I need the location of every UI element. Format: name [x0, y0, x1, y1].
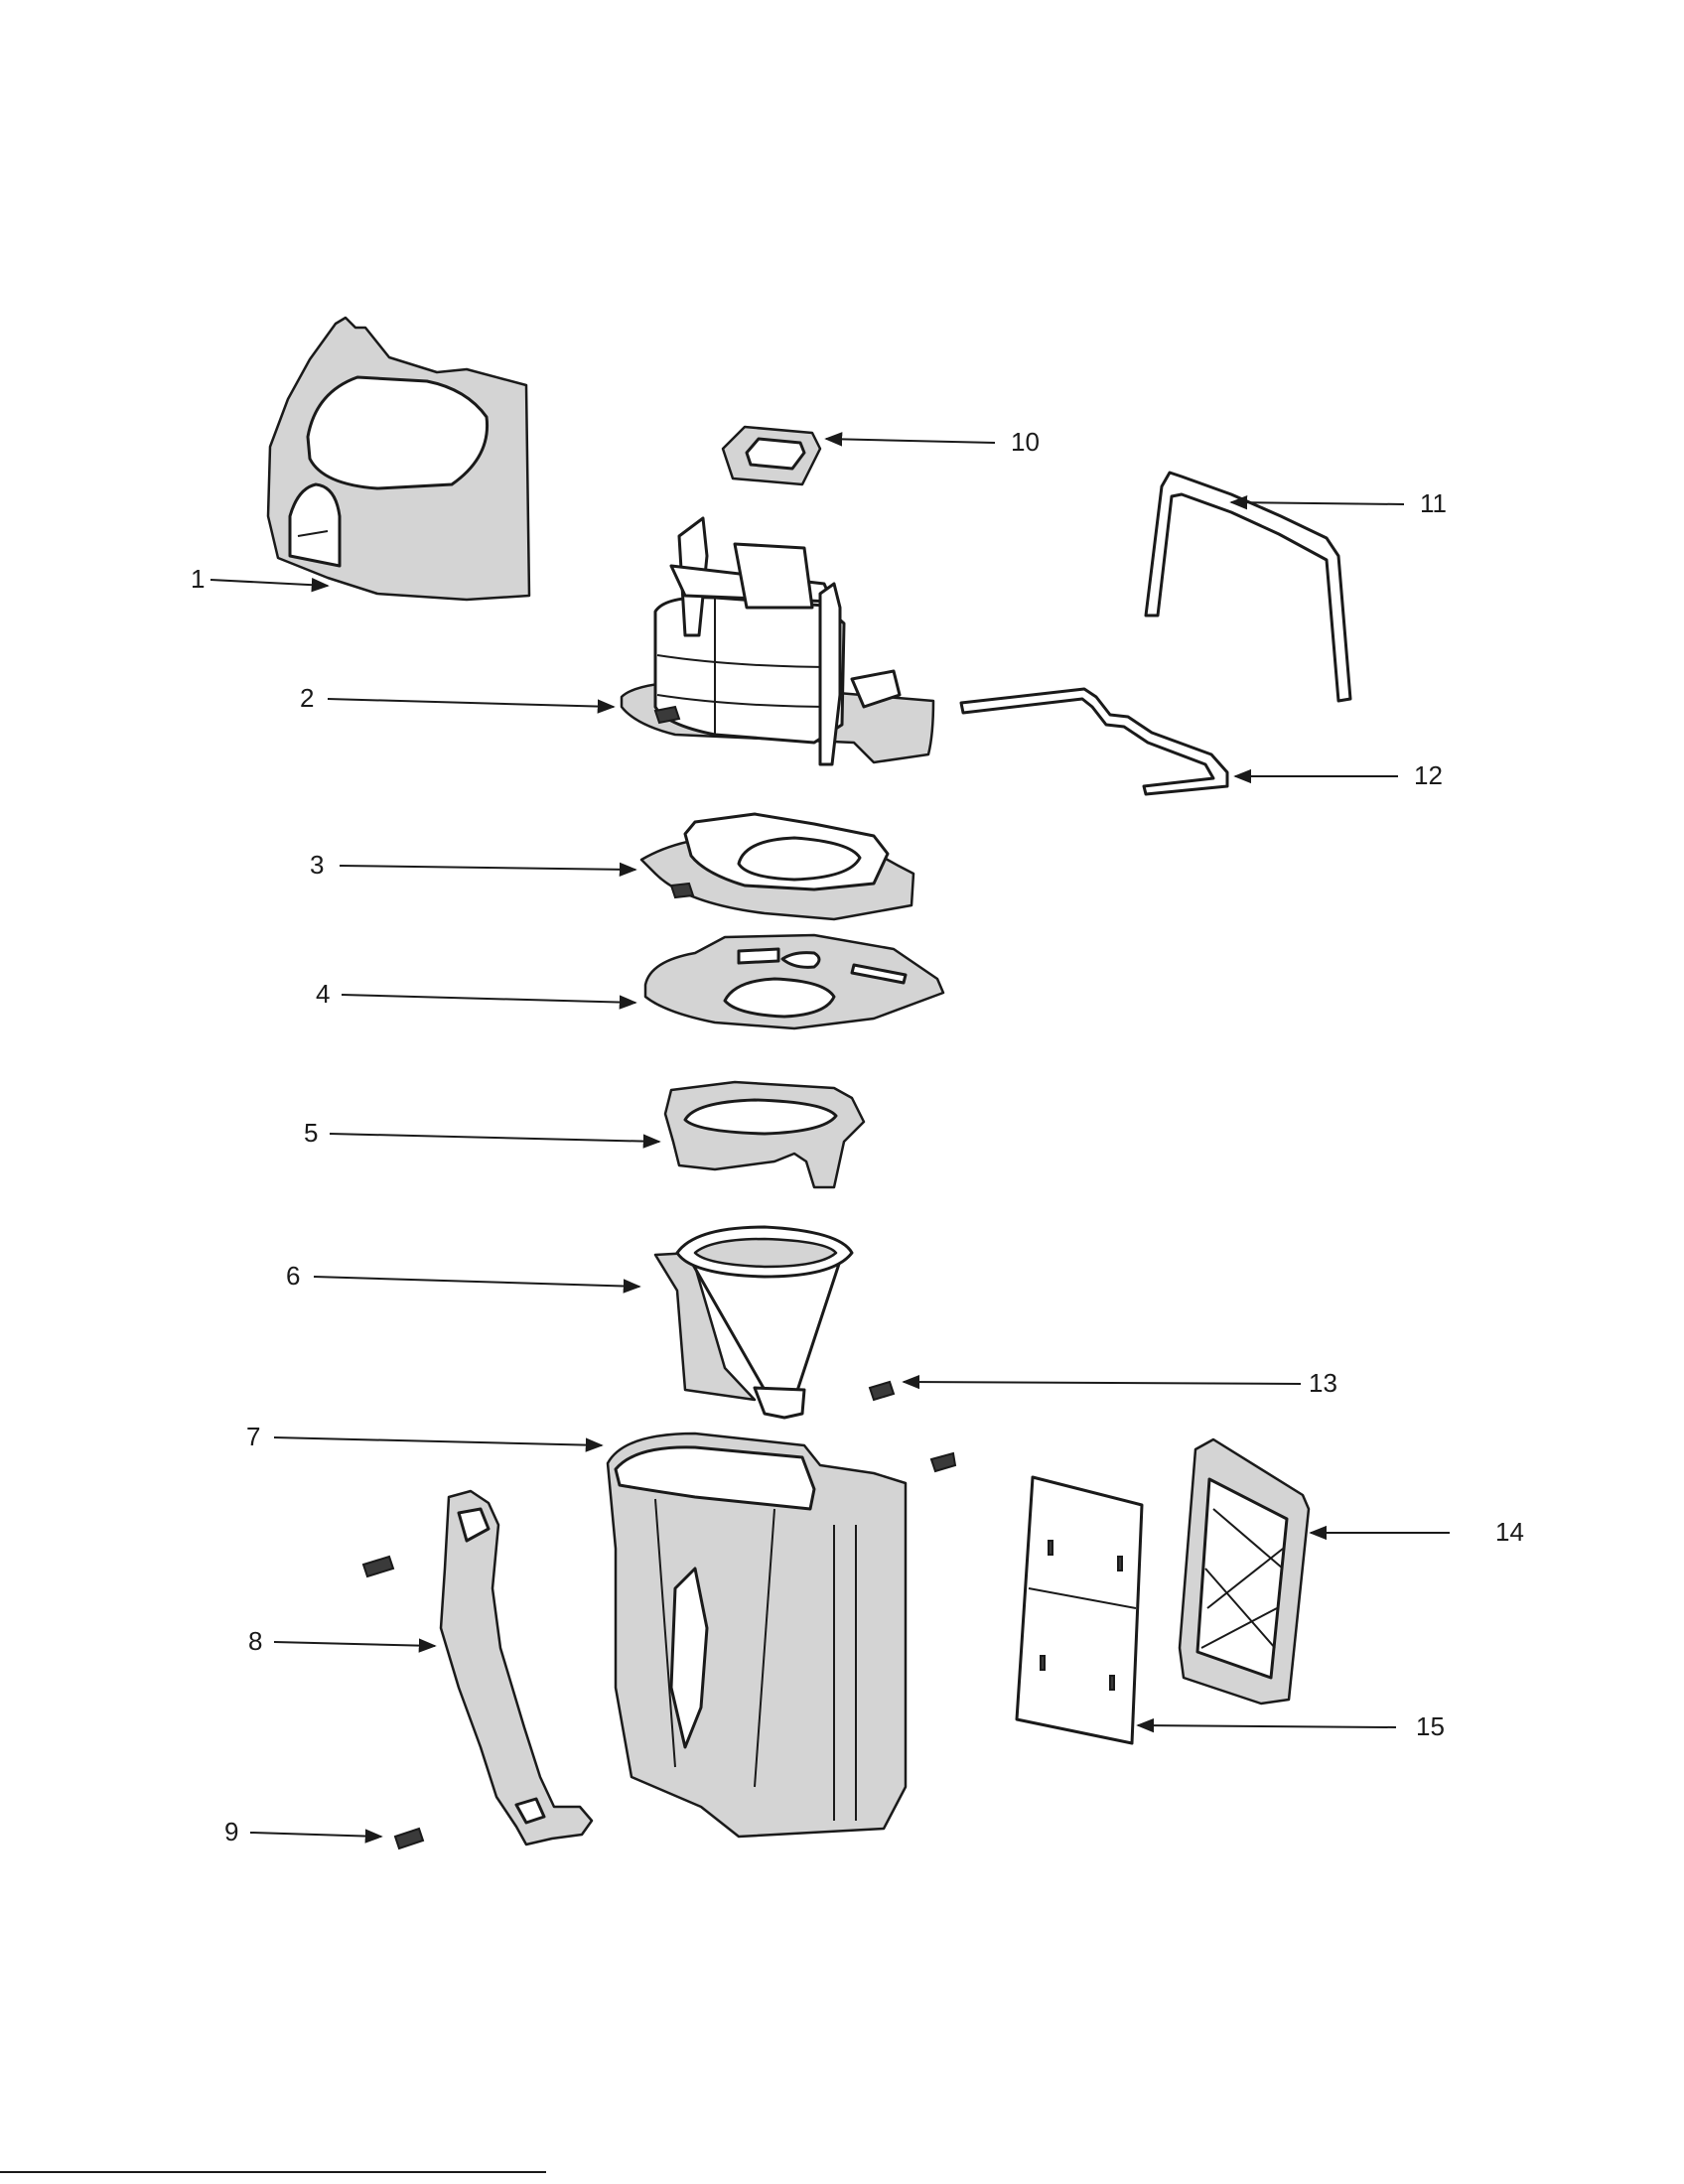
part-15-panel — [1015, 1475, 1144, 1745]
label-part-8: 8 — [248, 1626, 262, 1656]
part-labels: 1 2 3 4 5 6 7 8 9 10 11 12 13 14 15 — [191, 427, 1524, 1846]
label-part-12: 12 — [1414, 760, 1443, 790]
part-1-top-cover — [266, 316, 531, 602]
label-part-13: 13 — [1309, 1368, 1337, 1398]
label-part-3: 3 — [310, 850, 324, 880]
part-6-filter-cone — [653, 1225, 854, 1420]
label-part-5: 5 — [304, 1118, 318, 1148]
part-3-holder-cover — [639, 812, 915, 921]
part-11-frame — [1144, 471, 1352, 703]
part-13-screw — [868, 1380, 957, 1473]
part-12-wire — [959, 687, 1229, 796]
label-part-11: 11 — [1420, 488, 1447, 518]
part-7-housing — [606, 1432, 908, 1839]
part-5-filter-ring — [663, 1080, 866, 1189]
part-2-reservoir-base — [620, 516, 935, 766]
label-part-2: 2 — [300, 683, 314, 713]
label-part-7: 7 — [246, 1422, 260, 1451]
part-9-screw — [361, 1555, 425, 1850]
label-part-10: 10 — [1011, 427, 1040, 457]
label-part-9: 9 — [224, 1817, 238, 1846]
part-14-grille — [1178, 1437, 1311, 1706]
label-part-1: 1 — [191, 564, 205, 594]
leader-lines — [210, 432, 1450, 1843]
label-part-4: 4 — [316, 979, 330, 1009]
label-part-14: 14 — [1495, 1517, 1524, 1547]
part-4-plate — [643, 933, 945, 1030]
label-part-15: 15 — [1416, 1711, 1445, 1741]
label-part-6: 6 — [286, 1261, 300, 1291]
part-8-lever — [439, 1489, 594, 1846]
part-10-gasket — [721, 425, 822, 486]
